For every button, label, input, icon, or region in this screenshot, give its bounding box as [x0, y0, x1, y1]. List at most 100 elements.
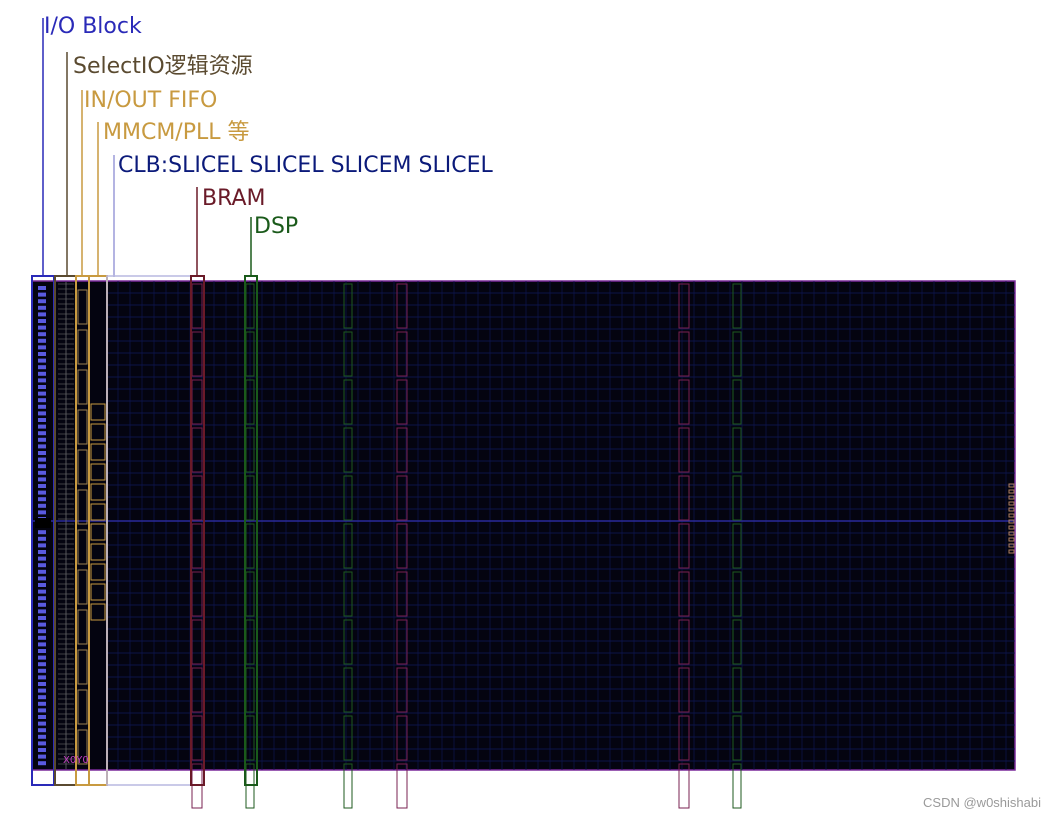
io-pad [38, 345, 46, 350]
fifo-block [77, 369, 88, 405]
dsp-tile [732, 523, 742, 569]
dsp-tile [343, 619, 353, 665]
right-edge-pad [1008, 525, 1015, 530]
io-pad [38, 748, 46, 752]
io-pad [38, 418, 46, 422]
right-edge-pad [1008, 489, 1015, 494]
io-pad [38, 338, 46, 343]
io-pad [38, 609, 46, 614]
bram-tile [678, 283, 690, 329]
io-pad [38, 543, 46, 548]
clb-label: CLB:SLICEL SLICEL SLICEM SLICEL [118, 153, 493, 178]
selectio-label: SelectIO逻辑资源 [73, 54, 253, 79]
io-pad [38, 490, 46, 495]
io-pad [38, 649, 46, 653]
bram-tile [396, 715, 408, 761]
bram-label: BRAM [202, 186, 266, 211]
io-pad [38, 292, 46, 297]
io-pad [38, 629, 46, 634]
fpga-fabric [31, 280, 1016, 771]
dsp-tile [732, 331, 742, 377]
io-pad [38, 457, 46, 462]
io-pad [38, 398, 46, 403]
bram-tile [678, 379, 690, 425]
io-pad [38, 616, 46, 620]
io-pad [38, 715, 46, 719]
io-pad [38, 365, 46, 370]
dsp-label: DSP [254, 214, 299, 239]
right-edge-pad [1008, 483, 1015, 488]
io-pad [38, 431, 46, 436]
fifo-block [77, 329, 88, 365]
io-pad [38, 286, 46, 290]
io-pad [38, 451, 46, 455]
io-pad [38, 378, 46, 383]
fifo-label: IN/OUT FIFO [84, 88, 218, 113]
dsp-tile [343, 283, 353, 329]
io-pad [38, 761, 46, 766]
fifo-block [77, 529, 88, 565]
mmcm-block [90, 423, 106, 441]
right-edge-pad [1008, 507, 1015, 512]
mmcm-block [90, 463, 106, 481]
dsp-tile [732, 379, 742, 425]
io-pad [38, 536, 46, 541]
resource-columns [35, 282, 1015, 809]
io-pad [38, 569, 46, 574]
fifo-block [77, 449, 88, 485]
dsp-tile [732, 763, 742, 809]
dsp-tile [732, 619, 742, 665]
bram-tile [396, 619, 408, 665]
bram-tile [678, 763, 690, 809]
bram-tile [396, 667, 408, 713]
dsp-column [244, 275, 258, 786]
fifo-block [77, 489, 88, 525]
io-pad [38, 484, 46, 488]
dsp-tile [732, 667, 742, 713]
io-pad [38, 556, 46, 561]
fifo-block [77, 729, 88, 765]
bram-tile [396, 427, 408, 473]
io-pad [38, 503, 46, 508]
right-edge-pad [1008, 531, 1015, 536]
io-pad [38, 589, 46, 594]
bram-column [190, 275, 205, 786]
right-edge-pad [1008, 549, 1015, 554]
io-pad [38, 622, 46, 627]
io-pad [38, 470, 46, 475]
bram-tile [678, 715, 690, 761]
io-pad [38, 530, 46, 535]
io-pad [38, 675, 46, 680]
io-pad [38, 464, 46, 469]
bram-tile [396, 283, 408, 329]
fabric-grid [32, 281, 1015, 770]
io-pad [38, 411, 46, 416]
io-pad [38, 728, 46, 733]
dsp-tile [732, 283, 742, 329]
io-pad [38, 695, 46, 700]
io-pad [38, 391, 46, 396]
fifo-block [77, 569, 88, 605]
io-pad [38, 497, 46, 502]
dsp-tile [732, 427, 742, 473]
fifo-block [77, 289, 88, 325]
bram-tile [396, 763, 408, 809]
io-pad [38, 662, 46, 667]
bram-tile [678, 619, 690, 665]
dsp-tile [343, 427, 353, 473]
io-pad [38, 510, 46, 515]
io-pad [38, 371, 46, 376]
io-pad [38, 721, 46, 726]
io-pad [38, 642, 46, 647]
io-pad [38, 444, 46, 449]
io-pad [38, 385, 46, 389]
right-edge-pad [1008, 513, 1015, 518]
io-pad [38, 404, 46, 409]
right-edge-pad [1008, 495, 1015, 500]
io-pad [38, 563, 46, 568]
right-edge-pad [1008, 501, 1015, 506]
bram-tile [678, 475, 690, 521]
mmcm-block [90, 543, 106, 561]
bram-tile [678, 331, 690, 377]
bram-tile [678, 667, 690, 713]
